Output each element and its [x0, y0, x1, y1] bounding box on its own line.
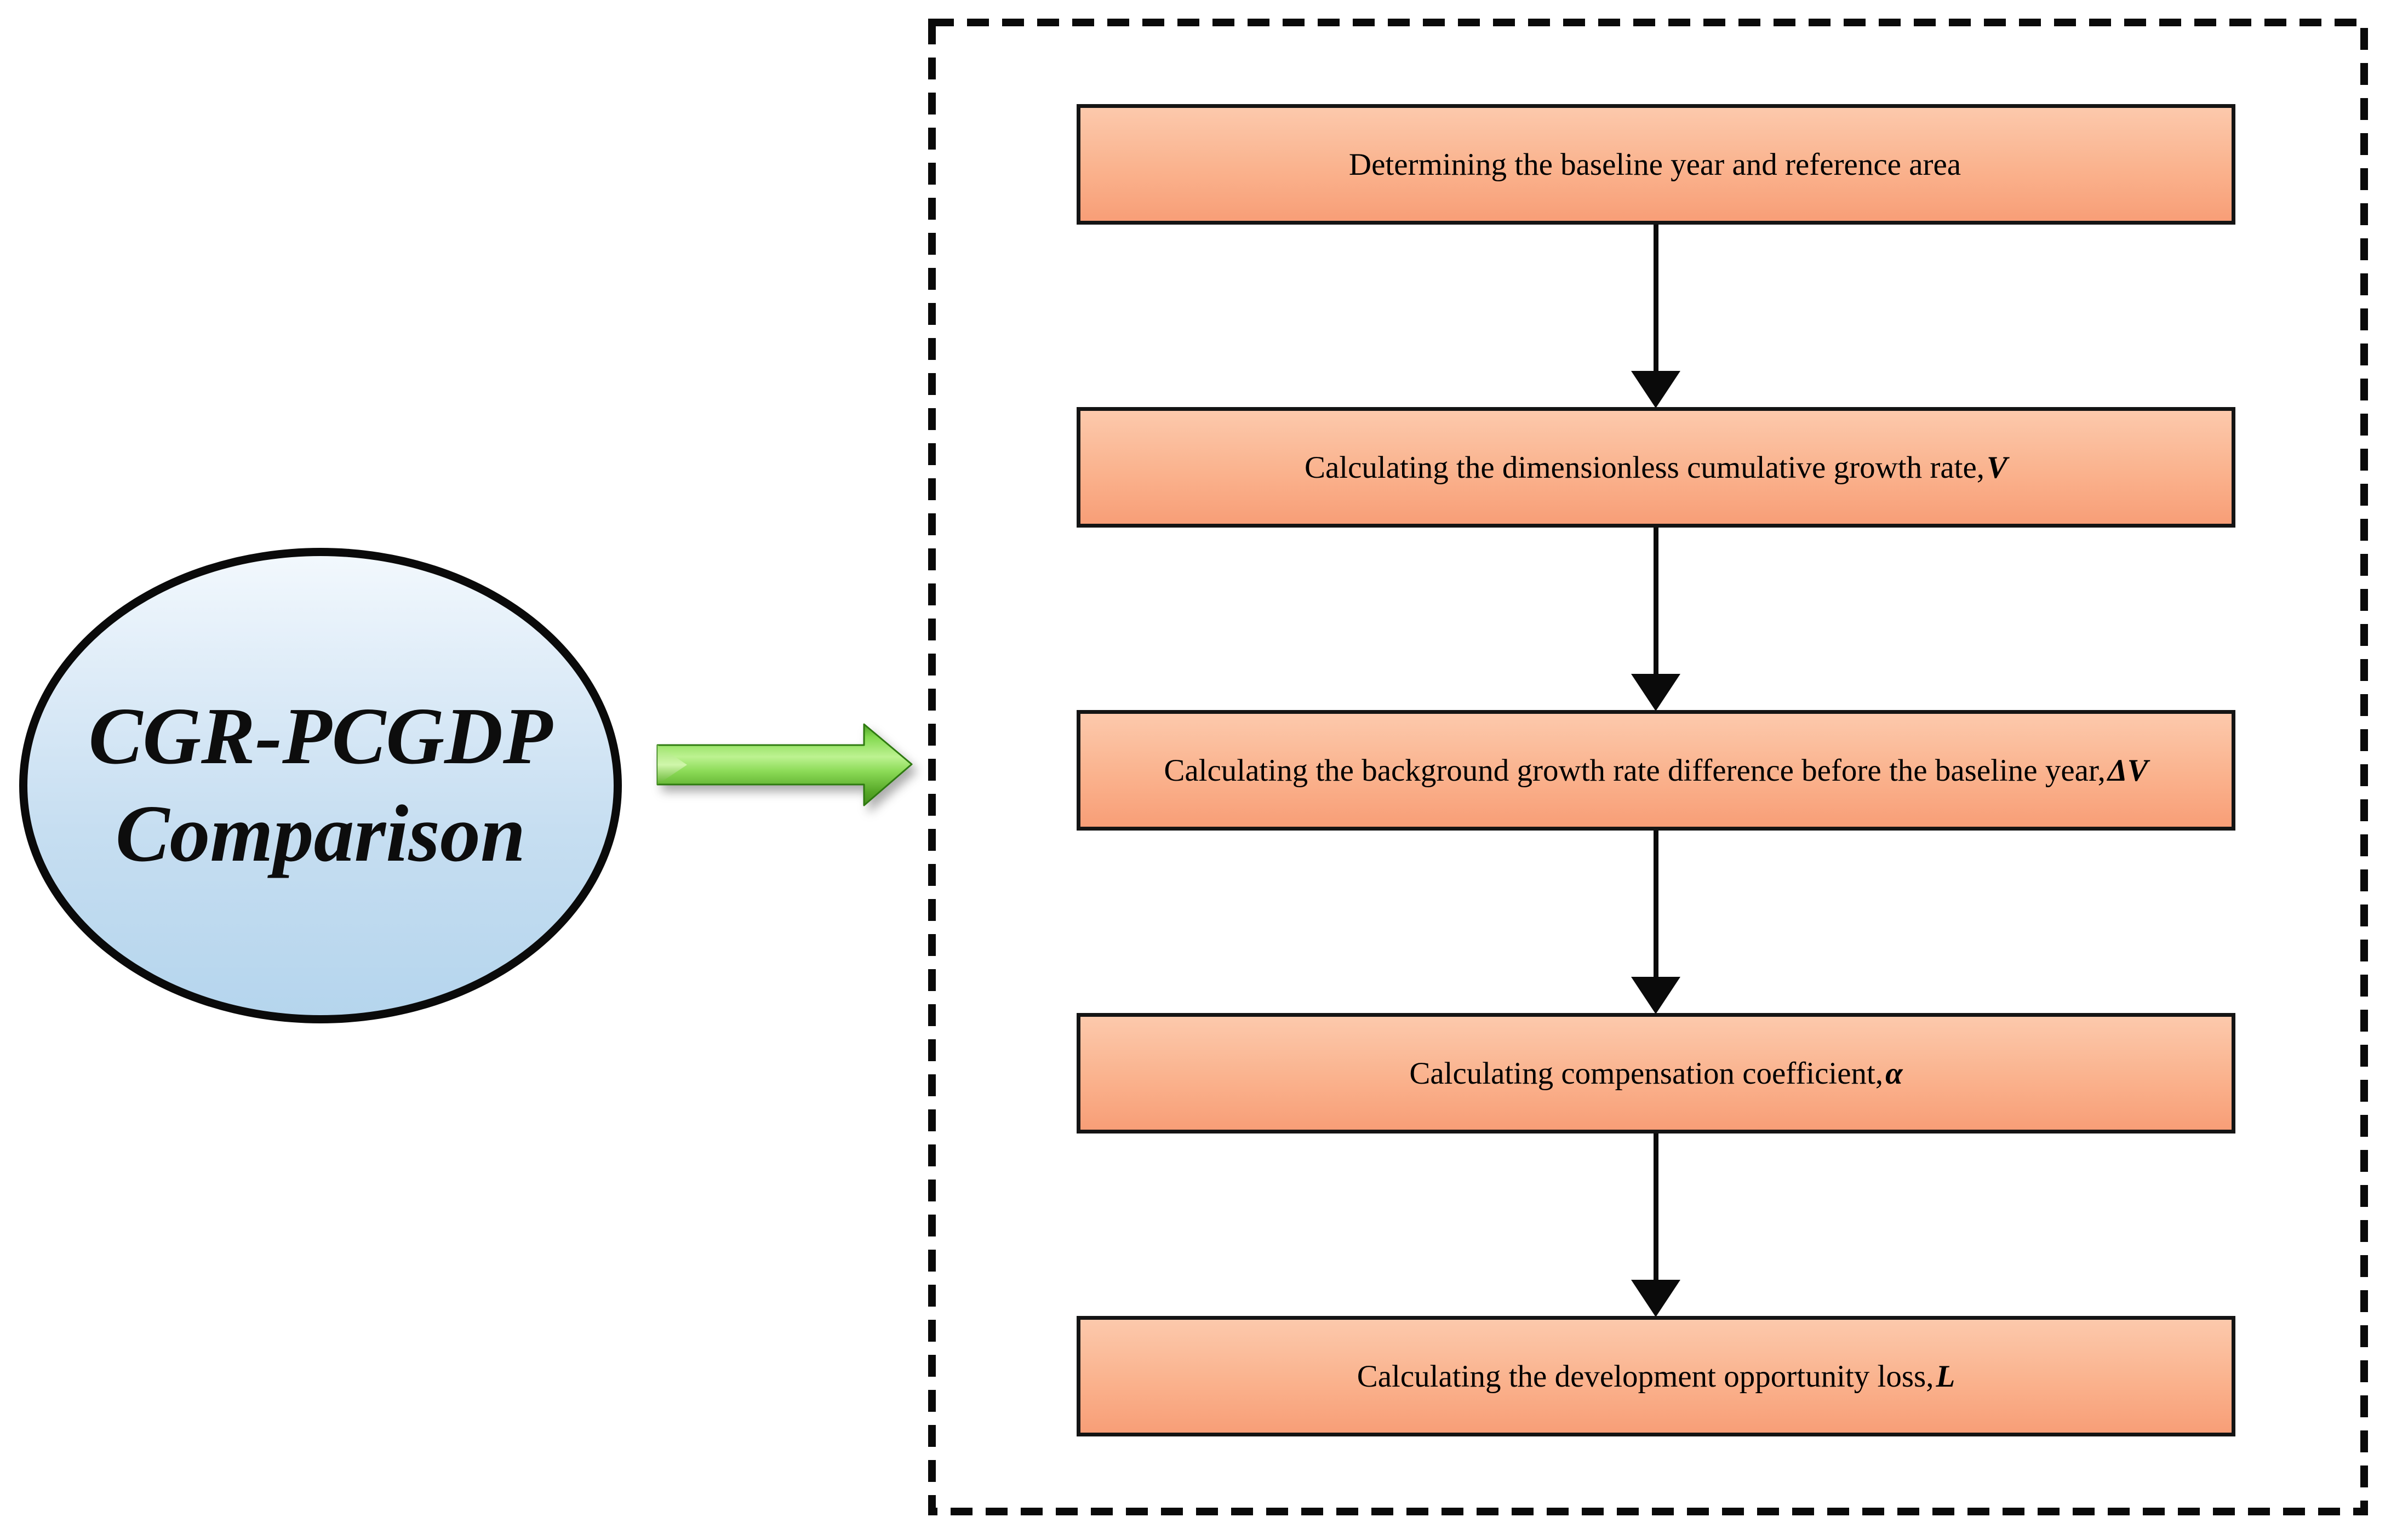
flow-step-background-growth-difference: Calculating the background growth rate d… [1077, 710, 2235, 831]
flow-step-label: Calculating compensation coefficient, [1409, 1056, 1884, 1091]
arrow-line [1654, 528, 1658, 674]
flow-step-label: Calculating the background growth rate d… [1164, 753, 2106, 788]
flow-step-variable: ΔV [2107, 753, 2148, 788]
arrow-line [1654, 225, 1658, 371]
arrow-head-icon [1631, 674, 1680, 711]
flow-step-development-opportunity-loss: Calculating the development opportunity … [1077, 1316, 2235, 1436]
flow-step-variable: L [1936, 1359, 1955, 1394]
arrow-head-icon [1631, 977, 1680, 1014]
method-ellipse: CGR-PCGDP Comparison [19, 548, 622, 1023]
green-right-arrow-icon [656, 723, 913, 806]
ellipse-title-line1: CGR-PCGDP [88, 691, 553, 782]
dashed-border [928, 19, 2368, 1515]
ellipse-title-line2: Comparison [115, 789, 526, 879]
flow-step-label: Calculating the dimensionless cumulative… [1304, 450, 1984, 485]
flow-step-determine-baseline: Determining the baseline year and refere… [1077, 104, 2235, 225]
flow-step-variable: α [1885, 1056, 1903, 1091]
green-arrow-tail-bevel [657, 745, 687, 785]
arrow-line [1654, 831, 1658, 977]
flow-step-variable: V [1987, 450, 2008, 485]
flow-step-cumulative-growth-rate: Calculating the dimensionless cumulative… [1077, 407, 2235, 528]
green-arrow-body [656, 723, 913, 806]
flow-step-label: Calculating the development opportunity … [1357, 1359, 1934, 1394]
arrow-head-icon [1631, 371, 1680, 408]
flow-step-compensation-coefficient: Calculating compensation coefficient, α [1077, 1013, 2235, 1133]
flow-step-label: Determining the baseline year and refere… [1348, 147, 1961, 182]
arrow-head-icon [1631, 1280, 1680, 1317]
arrow-line [1654, 1133, 1658, 1280]
dashed-border-rect [928, 19, 2368, 1515]
